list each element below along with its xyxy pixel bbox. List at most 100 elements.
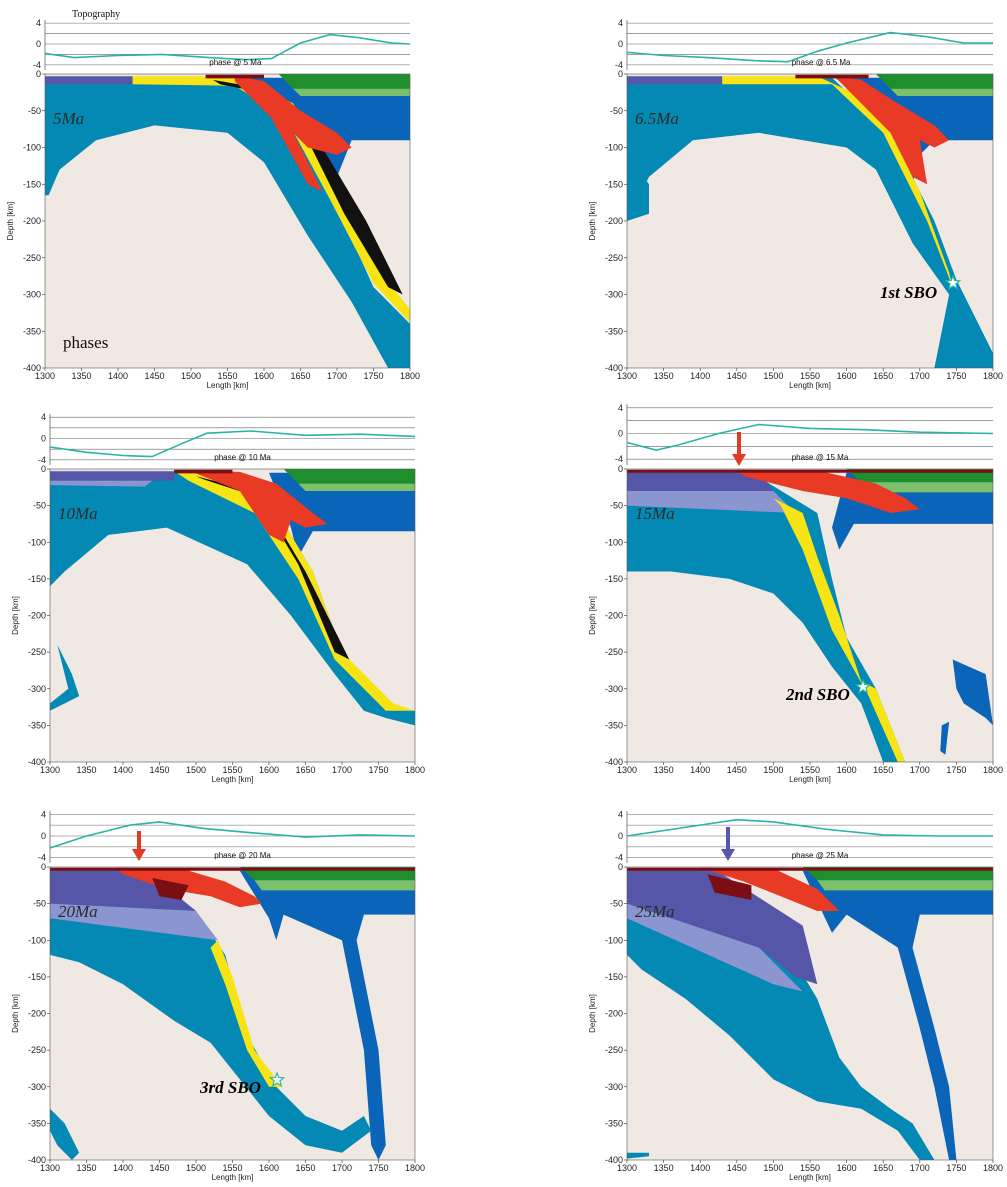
sediment-red-region (115, 867, 262, 908)
upper-crust-green-region (278, 74, 410, 89)
topography-line (626, 423, 994, 452)
y-tick-label: -200 (28, 611, 46, 621)
y-tick-label: -150 (28, 574, 46, 584)
y-tick-label: -150 (28, 972, 46, 982)
y-tick-label: -400 (605, 363, 623, 373)
lithosphere-blue-region (940, 721, 950, 755)
x-tick-label: 1500 (181, 371, 201, 381)
arrow-head (721, 849, 735, 861)
x-tick-label: 1700 (910, 765, 930, 775)
slab-teal-region (45, 140, 60, 196)
y-tick-label: -300 (605, 290, 623, 300)
sbo-label: 2nd SBO (785, 685, 850, 704)
topo-tick-label: 0 (41, 831, 46, 841)
lithosphere-blue-region (239, 870, 415, 1160)
arrow-marker (132, 831, 146, 861)
topo-tick-label: 0 (618, 429, 623, 439)
x-tick-label: 1400 (690, 765, 710, 775)
y-tick-label: -50 (33, 501, 46, 511)
x-tick-label: 1350 (654, 371, 674, 381)
x-tick-label: 1400 (113, 1163, 133, 1173)
y-tick-label: 0 (41, 464, 46, 474)
light-purple-region (627, 491, 796, 513)
y-tick-label: -50 (610, 106, 623, 116)
y-tick-label: -400 (23, 363, 41, 373)
slab-teal-region (45, 77, 410, 368)
dark-crust-region (627, 469, 993, 473)
yellow-oceanic-region (210, 940, 284, 1087)
topo-tick-label: 4 (41, 412, 46, 422)
x-tick-label: 1600 (837, 371, 857, 381)
y-tick-label: -100 (28, 537, 46, 547)
y-tick-label: 0 (618, 69, 623, 79)
upper-crust-green-region (875, 74, 993, 89)
y-tick-label: 0 (41, 862, 46, 872)
x-tick-label: 1500 (186, 1163, 206, 1173)
y-tick-label: -250 (605, 647, 623, 657)
x-tick-label: 1300 (40, 1163, 60, 1173)
light-purple-region (50, 480, 153, 487)
black-region (212, 79, 403, 295)
phase-caption: phase @ 6.5 Ma (792, 58, 851, 67)
topo-tick-label: 0 (36, 39, 41, 49)
upper-crust-green-region (283, 469, 415, 484)
sediment-red-region (832, 75, 950, 185)
slab-teal-region (50, 644, 80, 711)
x-tick-label: 1350 (654, 765, 674, 775)
x-tick-label: 1350 (76, 765, 96, 775)
x-axis-label: Length [km] (789, 381, 831, 390)
lithosphere-blue-region (269, 472, 415, 557)
x-tick-label: 1300 (40, 765, 60, 775)
star-marker (944, 274, 962, 291)
dark-crust-region (50, 867, 415, 871)
purple-crust-region (50, 471, 175, 481)
x-tick-label: 1450 (727, 371, 747, 381)
x-axis-label: Length [km] (212, 775, 254, 784)
y-tick-label: -250 (605, 1045, 623, 1055)
y-tick-label: 0 (618, 862, 623, 872)
y-tick-label: -100 (23, 143, 41, 153)
y-tick-label: -400 (28, 757, 46, 767)
topo-tick-label: -4 (33, 60, 41, 70)
x-tick-label: 1800 (405, 765, 425, 775)
phase-caption: phase @ 15 Ma (792, 453, 849, 462)
x-tick-label: 1700 (327, 371, 347, 381)
topo-tick-label: -4 (615, 454, 623, 464)
x-tick-label: 1550 (800, 1163, 820, 1173)
y-tick-label: -400 (28, 1155, 46, 1165)
x-tick-label: 1350 (71, 371, 91, 381)
lower-crust-green-region (254, 880, 415, 891)
slab-teal-region (50, 870, 372, 1153)
y-tick-label: -200 (28, 1009, 46, 1019)
x-tick-label: 1750 (368, 1163, 388, 1173)
light-purple-region (627, 903, 803, 992)
y-axis-label: Depth [km] (588, 202, 597, 241)
y-tick-label: -200 (23, 216, 41, 226)
x-tick-label: 1550 (800, 765, 820, 775)
x-tick-label: 1750 (946, 1163, 966, 1173)
arrow-marker (732, 432, 746, 466)
y-tick-label: -250 (28, 1045, 46, 1055)
black-region (196, 476, 350, 660)
y-tick-label: -200 (605, 216, 623, 226)
x-tick-label: 1300 (617, 765, 637, 775)
x-tick-label: 1550 (217, 371, 237, 381)
lower-crust-green-region (298, 483, 415, 491)
x-tick-label: 1500 (763, 371, 783, 381)
sbo-label: 1st SBO (880, 283, 937, 302)
x-tick-label: 1550 (222, 1163, 242, 1173)
y-tick-label: -300 (28, 684, 46, 694)
y-tick-label: -250 (28, 647, 46, 657)
y-tick-label: -50 (28, 106, 41, 116)
x-tick-label: 1600 (837, 1163, 857, 1173)
x-tick-label: 1450 (149, 1163, 169, 1173)
y-tick-label: -100 (605, 537, 623, 547)
dark-crust-region (205, 74, 264, 79)
topo-tick-label: 4 (618, 403, 623, 413)
